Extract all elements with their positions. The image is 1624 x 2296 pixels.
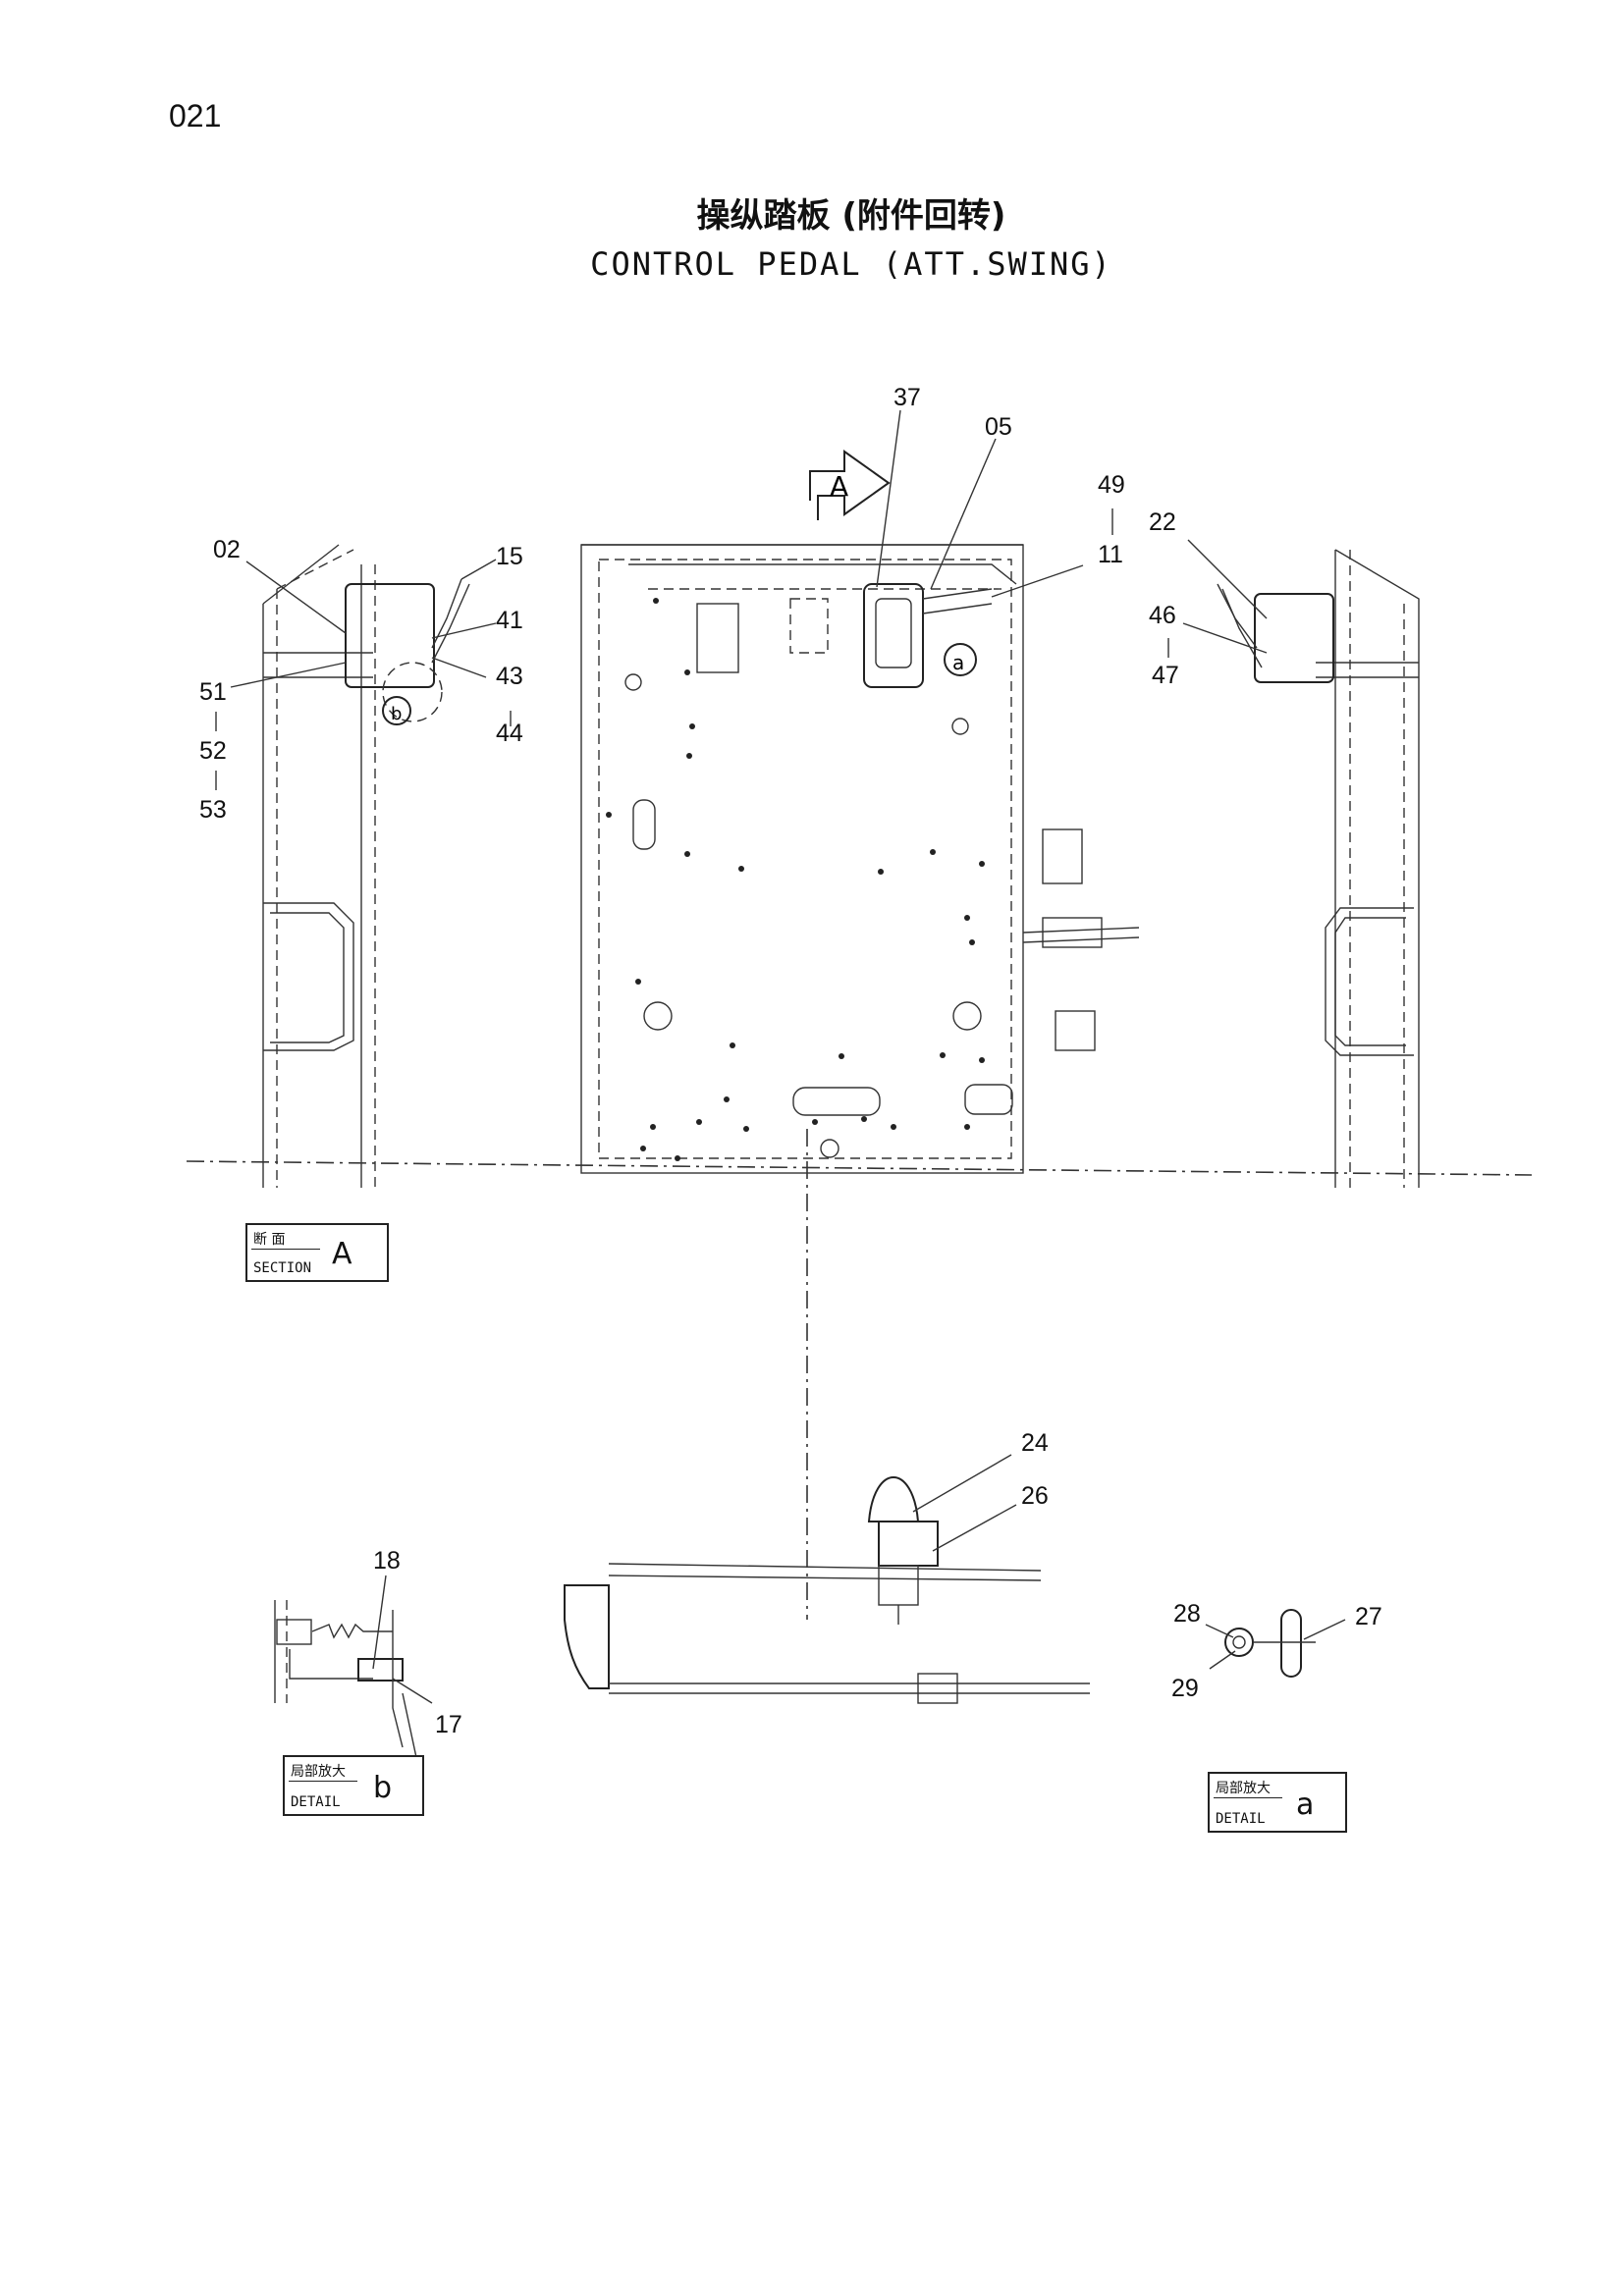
detail-circle-a xyxy=(944,643,977,676)
leader-lines xyxy=(215,409,1346,1704)
detail-b-label: 局部放大 DETAIL b xyxy=(283,1755,424,1816)
view-arrow-a xyxy=(809,450,891,520)
part-24: 24 xyxy=(1021,1429,1049,1457)
detail-letter-a: a xyxy=(952,651,964,674)
page-number: 021 xyxy=(169,98,222,133)
part-37: 37 xyxy=(893,384,921,411)
part-43: 43 xyxy=(496,663,523,690)
valve-side-view xyxy=(564,1476,1090,1704)
part-22: 22 xyxy=(1149,508,1176,536)
part-26: 26 xyxy=(1021,1482,1049,1510)
left-section-view xyxy=(262,544,470,1188)
part-44: 44 xyxy=(496,720,523,747)
view-arrow-letter: A xyxy=(830,470,848,503)
part-27: 27 xyxy=(1355,1603,1382,1630)
detail-circle-b xyxy=(382,696,411,725)
detail-a-label: 局部放大 DETAIL a xyxy=(1208,1772,1347,1833)
detail-a-en: DETAIL xyxy=(1216,1811,1266,1827)
part-46: 46 xyxy=(1149,602,1176,629)
part-28: 28 xyxy=(1173,1600,1201,1628)
section-a-en: SECTION xyxy=(253,1260,312,1276)
part-51: 51 xyxy=(199,678,227,706)
detail-a-id: a xyxy=(1296,1788,1315,1822)
horizontal-center-line xyxy=(186,1160,1533,1176)
part-02: 02 xyxy=(213,536,241,563)
detail-letter-b: b xyxy=(391,704,402,724)
detail-a-view xyxy=(1224,1609,1316,1678)
part-41: 41 xyxy=(496,607,523,634)
part-number-labels: 37 05 49 11 02 15 41 43 44 51 52 53 22 4… xyxy=(199,384,1382,1738)
title-english: CONTROL PEDAL (ATT.SWING) xyxy=(590,245,1112,283)
part-52: 52 xyxy=(199,737,227,765)
part-15: 15 xyxy=(496,543,523,570)
detail-a-cn: 局部放大 xyxy=(1216,1781,1271,1796)
part-47: 47 xyxy=(1152,662,1179,689)
detail-b-cn: 局部放大 xyxy=(291,1764,346,1780)
right-section-view xyxy=(1217,549,1420,1188)
section-a-id: A xyxy=(332,1237,352,1271)
section-a-cn: 断 面 xyxy=(253,1232,286,1248)
part-29: 29 xyxy=(1171,1675,1199,1702)
detail-b-en: DETAIL xyxy=(291,1794,341,1810)
part-11: 11 xyxy=(1098,541,1123,568)
part-05: 05 xyxy=(985,413,1012,441)
part-53: 53 xyxy=(199,796,227,824)
detail-b-view xyxy=(274,1600,418,1763)
section-a-label: 断 面 SECTION A xyxy=(245,1223,389,1282)
floor-plate-view xyxy=(580,544,1140,1174)
detail-b-id: b xyxy=(373,1771,393,1805)
part-49: 49 xyxy=(1098,471,1125,499)
part-18: 18 xyxy=(373,1547,401,1575)
title-chinese: 操纵踏板 (附件回转) xyxy=(696,196,1006,236)
part-17: 17 xyxy=(435,1711,462,1738)
